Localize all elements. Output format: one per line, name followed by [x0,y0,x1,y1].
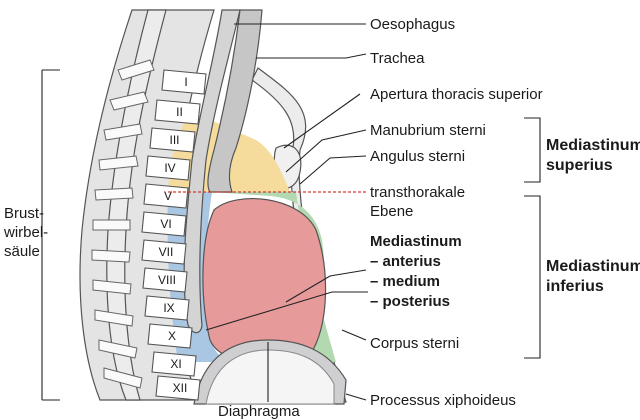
label-mediastinum-superius: Mediastinum [546,137,640,154]
vertebra-label-9: IX [163,301,174,315]
vertebra-label-3: III [169,133,179,147]
label-medium: – medium [370,273,440,290]
label-processus: Processus xiphoideus [370,392,516,409]
label-superius: superius [546,157,613,174]
vertebra-label-11: XI [170,357,181,371]
vertebra-label-12: XII [173,381,188,395]
label-mediastinum-inferius: Mediastinum [546,258,640,275]
vertebra-label-4: IV [164,161,175,175]
label-oesophagus: Oesophagus [370,16,455,33]
vertebra-label-7: VII [159,245,174,259]
label-corpus: Corpus sterni [370,335,459,352]
label-posterius: – posterius [370,293,450,310]
vertebra-label-6: VI [160,217,171,231]
label-apertura: Apertura thoracis superior [370,86,543,103]
label-angulus: Angulus sterni [370,148,465,165]
label-diaphragma: Diaphragma [218,403,300,420]
vertebra-label-10: X [168,329,176,343]
vertebra-label-5: V [164,189,172,203]
label-brust: Brust- [4,205,44,222]
label-mediastinum: Mediastinum [370,233,462,250]
vertebra-label-8: VIII [158,273,176,287]
label-saeule: säule [4,243,40,260]
label-manubrium: Manubrium sterni [370,122,486,139]
label-trachea: Trachea [370,50,425,67]
label-anterius: – anterius [370,253,441,270]
label-wirbel: wirbel- [3,224,48,241]
vertebra-label-1: I [184,75,187,89]
label-ebene: Ebene [370,203,413,220]
mediastinum-medium-region [203,199,326,363]
label-transthorakale: transthorakale [370,184,465,201]
label-inferius: inferius [546,278,604,295]
vertebra-label-2: II [176,105,183,119]
